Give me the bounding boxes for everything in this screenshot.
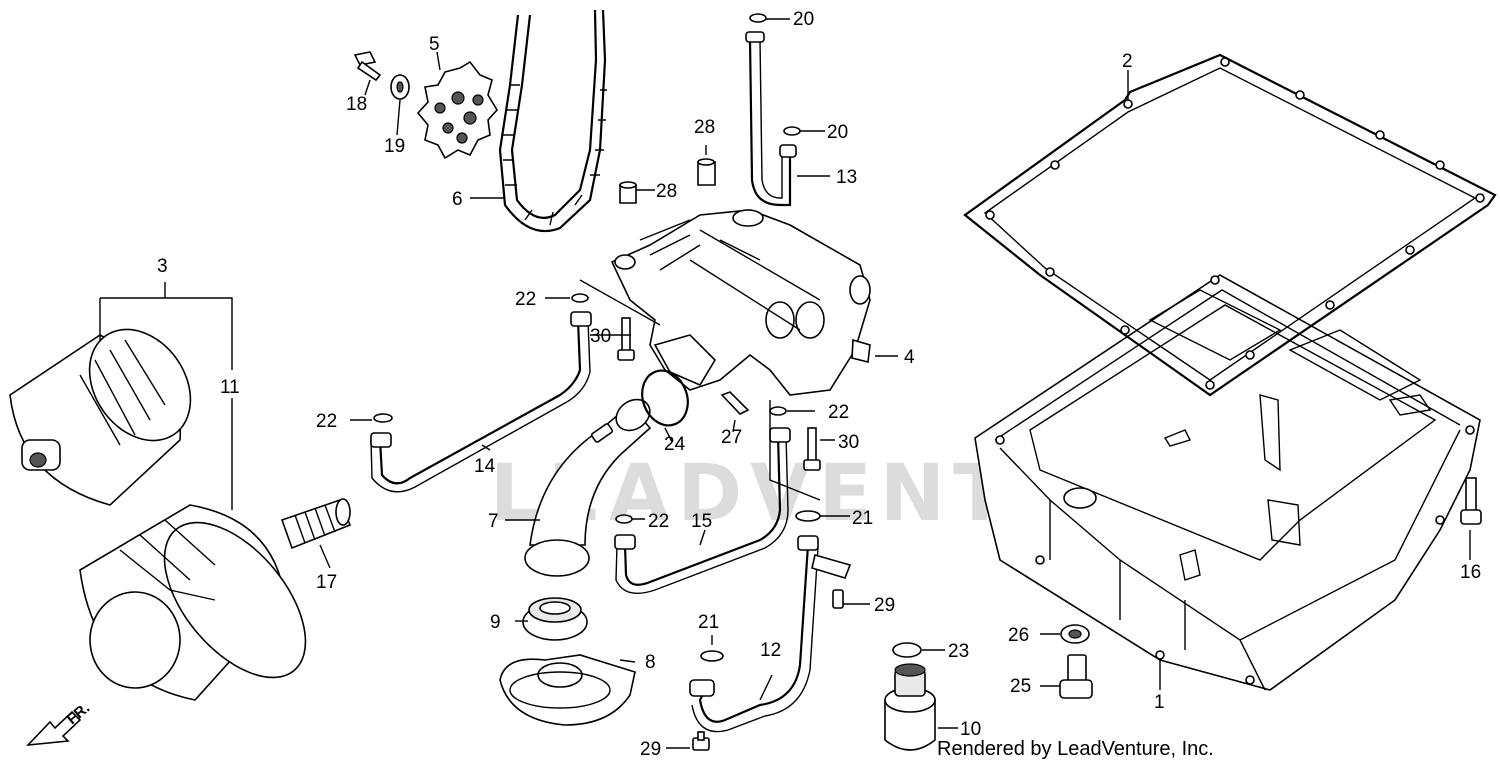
callout-8: 8	[645, 652, 656, 673]
callout-9: 9	[490, 612, 501, 633]
callout-29-right: 29	[874, 595, 895, 616]
callout-16: 16	[1460, 562, 1481, 583]
callout-11: 11	[220, 377, 240, 398]
callout-10: 10	[960, 719, 981, 740]
dowel-pin-upper[interactable]	[697, 158, 716, 186]
oil-pipe-13[interactable]	[745, 31, 797, 207]
callout-23: 23	[948, 641, 969, 662]
callout-21-right: 21	[852, 508, 873, 529]
callout-12: 12	[760, 640, 781, 661]
sprocket-bolt[interactable]	[353, 51, 382, 82]
callout-14: 14	[474, 456, 496, 477]
callout-20-top: 20	[793, 9, 814, 30]
callout-2: 2	[1122, 51, 1133, 72]
drain-bolt-25[interactable]	[1059, 654, 1093, 699]
callout-labels: 1 2 3 4 5 6 7 8 9 10 11 12 13 14 15 16 1…	[157, 9, 1481, 760]
callout-15: 15	[691, 511, 712, 532]
callout-30-a: 30	[590, 326, 611, 347]
oil-pump-sprocket[interactable]	[416, 60, 498, 160]
callout-19: 19	[384, 136, 405, 157]
dowel-pin-lower[interactable]	[619, 181, 637, 204]
oil-pump-assembly[interactable]	[610, 209, 871, 396]
callout-30-b: 30	[838, 432, 859, 453]
sprocket-washer[interactable]	[390, 74, 410, 100]
filter-nipple-17[interactable]	[280, 498, 352, 550]
o-ring-20-top[interactable]	[749, 13, 767, 23]
callout-28-upper: 28	[694, 117, 715, 138]
o-ring-22-a[interactable]	[571, 293, 589, 303]
callout-5: 5	[429, 34, 440, 55]
callout-21-lower: 21	[698, 612, 719, 633]
bolt-30-a[interactable]	[617, 317, 635, 361]
callout-3: 3	[157, 256, 168, 277]
o-ring-22-c[interactable]	[769, 406, 787, 416]
bolt-30-b[interactable]	[803, 427, 821, 471]
callout-22-a: 22	[515, 289, 536, 310]
dowel-pin-27[interactable]	[720, 391, 750, 415]
oil-pipe-14[interactable]	[370, 311, 592, 493]
o-ring-20-mid[interactable]	[783, 126, 801, 136]
o-ring-22-d[interactable]	[615, 514, 633, 524]
oil-pressure-switch-10[interactable]	[884, 663, 936, 751]
o-ring-21-b[interactable]	[700, 650, 724, 662]
oil-pan-bolt-16[interactable]	[1460, 477, 1482, 525]
callout-25: 25	[1010, 676, 1031, 697]
oil-filter-upper[interactable]	[9, 310, 211, 506]
front-direction-arrow: FR.	[25, 700, 93, 747]
callout-18: 18	[346, 94, 367, 115]
oil-strainer[interactable]	[524, 393, 656, 577]
oil-baffle-plate[interactable]	[499, 654, 636, 726]
callout-13: 13	[836, 167, 857, 188]
callout-1: 1	[1154, 692, 1165, 713]
o-ring-22-b[interactable]	[373, 413, 393, 423]
strainer-seal[interactable]	[522, 597, 588, 641]
oil-pipe-15[interactable]	[614, 427, 791, 594]
callout-24: 24	[664, 434, 686, 455]
callout-28-lower: 28	[656, 181, 677, 202]
callout-22-c: 22	[828, 402, 849, 423]
drain-washer-26[interactable]	[1060, 624, 1090, 644]
oil-filter-lower[interactable]	[79, 497, 332, 702]
strainer-o-ring[interactable]	[635, 364, 695, 432]
callout-4: 4	[904, 347, 915, 368]
callout-22-b: 22	[316, 411, 337, 432]
callout-6: 6	[452, 189, 463, 210]
callout-20-mid: 20	[827, 122, 848, 143]
credit-text: Rendered by LeadVenture, Inc.	[937, 738, 1214, 760]
callout-7: 7	[488, 511, 499, 532]
o-ring-21-a[interactable]	[795, 510, 821, 522]
oil-pipe-12[interactable]	[689, 535, 852, 733]
leader-lines	[99, 18, 1471, 749]
callout-27: 27	[721, 427, 742, 448]
callout-22-d: 22	[648, 511, 669, 532]
oil-pressure-washer-23[interactable]	[892, 642, 922, 658]
oil-pan[interactable]	[974, 274, 1481, 691]
bolt-29-a[interactable]	[832, 589, 844, 609]
bolt-29-b[interactable]	[692, 731, 710, 751]
callout-17: 17	[316, 572, 337, 593]
callout-29-lower: 29	[640, 739, 661, 760]
oil-pump-chain[interactable]	[498, 9, 607, 233]
callout-26: 26	[1008, 625, 1029, 646]
